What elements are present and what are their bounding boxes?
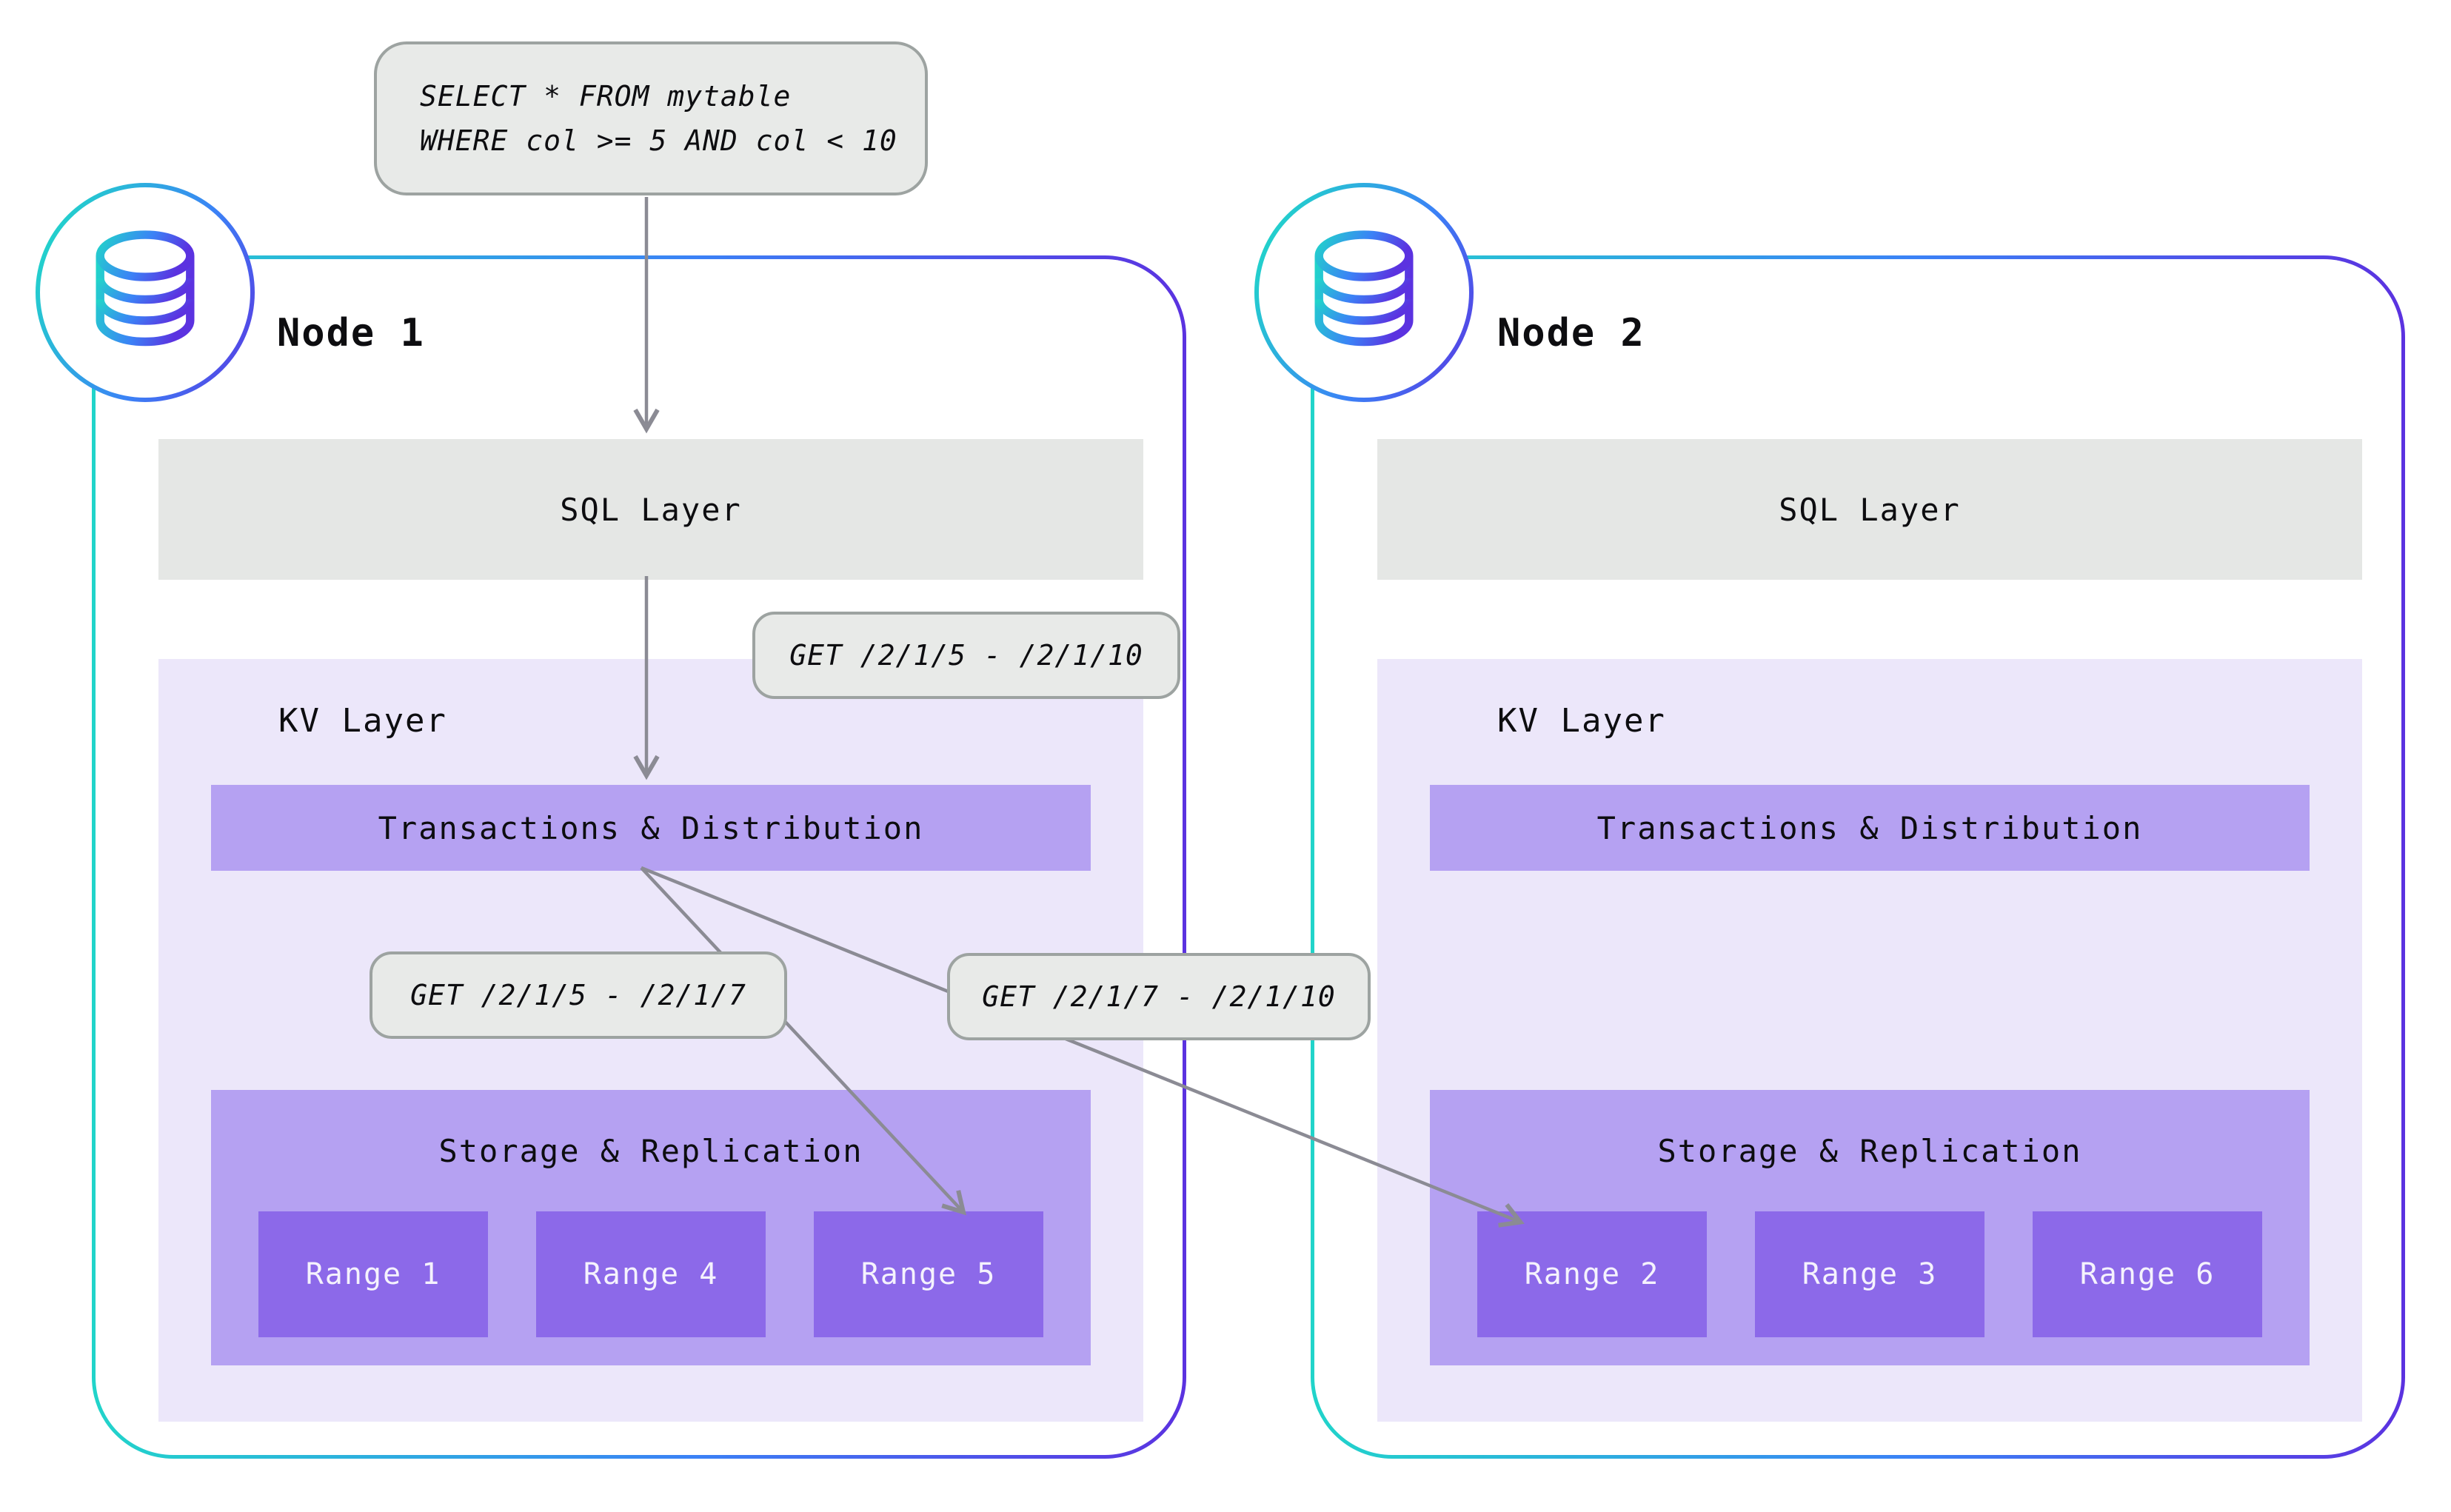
range-box: Range 5 bbox=[814, 1211, 1043, 1337]
range-box: Range 2 bbox=[1477, 1211, 1707, 1337]
database-icon bbox=[1314, 230, 1414, 347]
arrow-txn-to-range5 bbox=[640, 866, 967, 1216]
node-2-storage-replication: Storage & Replication Range 2 Range 3 Ra… bbox=[1430, 1090, 2310, 1365]
node-1-storage-replication: Storage & Replication Range 1 Range 4 Ra… bbox=[211, 1090, 1091, 1365]
node-1-sql-layer: SQL Layer bbox=[158, 439, 1143, 580]
range-box: Range 4 bbox=[536, 1211, 766, 1337]
node-2-kv-layer: KV Layer Transactions & Distribution Sto… bbox=[1377, 659, 2362, 1422]
badge-inner bbox=[1259, 187, 1469, 398]
arrow-txn-to-range2 bbox=[641, 866, 1525, 1228]
node-1-transactions-distribution: Transactions & Distribution bbox=[211, 785, 1091, 871]
transactions-label: Transactions & Distribution bbox=[378, 809, 924, 846]
sql-query-line2: WHERE col >= 5 AND col < 10 bbox=[420, 124, 897, 157]
node-2-body: SQL Layer KV Layer Transactions & Distri… bbox=[1314, 259, 2401, 1455]
node-1-title: Node 1 bbox=[277, 311, 425, 355]
range-box: Range 3 bbox=[1755, 1211, 1984, 1337]
sql-layer-label: SQL Layer bbox=[560, 491, 742, 528]
node-2-range-row: Range 2 Range 3 Range 6 bbox=[1477, 1211, 2262, 1337]
sql-layer-label: SQL Layer bbox=[1779, 491, 1961, 528]
node-2-title: Node 2 bbox=[1497, 311, 1645, 355]
storage-label: Storage & Replication bbox=[438, 1133, 863, 1169]
database-icon bbox=[96, 230, 195, 347]
sql-query-line1: SELECT * FROM mytable bbox=[420, 80, 792, 113]
range-box: Range 1 bbox=[258, 1211, 488, 1337]
range-box: Range 6 bbox=[2033, 1211, 2262, 1337]
get-request-text: GET /2/1/7 - /2/1/10 bbox=[982, 980, 1336, 1013]
get-request-label-full: GET /2/1/5 - /2/1/10 bbox=[752, 612, 1180, 699]
get-request-label-local: GET /2/1/5 - /2/1/7 bbox=[370, 951, 787, 1039]
sql-query-callout: SELECT * FROM mytable WHERE col >= 5 AND… bbox=[374, 41, 928, 195]
node-1-kv-layer: KV Layer Transactions & Distribution Sto… bbox=[158, 659, 1143, 1422]
get-request-label-remote: GET /2/1/7 - /2/1/10 bbox=[947, 953, 1371, 1040]
node-2-container: SQL Layer KV Layer Transactions & Distri… bbox=[1311, 255, 2405, 1459]
get-request-text: GET /2/1/5 - /2/1/10 bbox=[789, 639, 1143, 672]
node-2-database-badge bbox=[1254, 183, 1474, 402]
storage-label: Storage & Replication bbox=[1657, 1133, 2082, 1169]
kv-layer-label: KV Layer bbox=[1497, 702, 1666, 740]
badge-inner bbox=[40, 187, 250, 398]
node-1-database-badge bbox=[36, 183, 255, 402]
transactions-label: Transactions & Distribution bbox=[1596, 809, 2143, 846]
node-1-range-row: Range 1 Range 4 Range 5 bbox=[258, 1211, 1043, 1337]
node-2-sql-layer: SQL Layer bbox=[1377, 439, 2362, 580]
kv-layer-label: KV Layer bbox=[278, 702, 447, 740]
node-1-body: SQL Layer KV Layer Transactions & Distri… bbox=[96, 259, 1183, 1455]
node-1-container: SQL Layer KV Layer Transactions & Distri… bbox=[92, 255, 1186, 1459]
node-2-transactions-distribution: Transactions & Distribution bbox=[1430, 785, 2310, 871]
get-request-text: GET /2/1/5 - /2/1/7 bbox=[410, 979, 746, 1011]
